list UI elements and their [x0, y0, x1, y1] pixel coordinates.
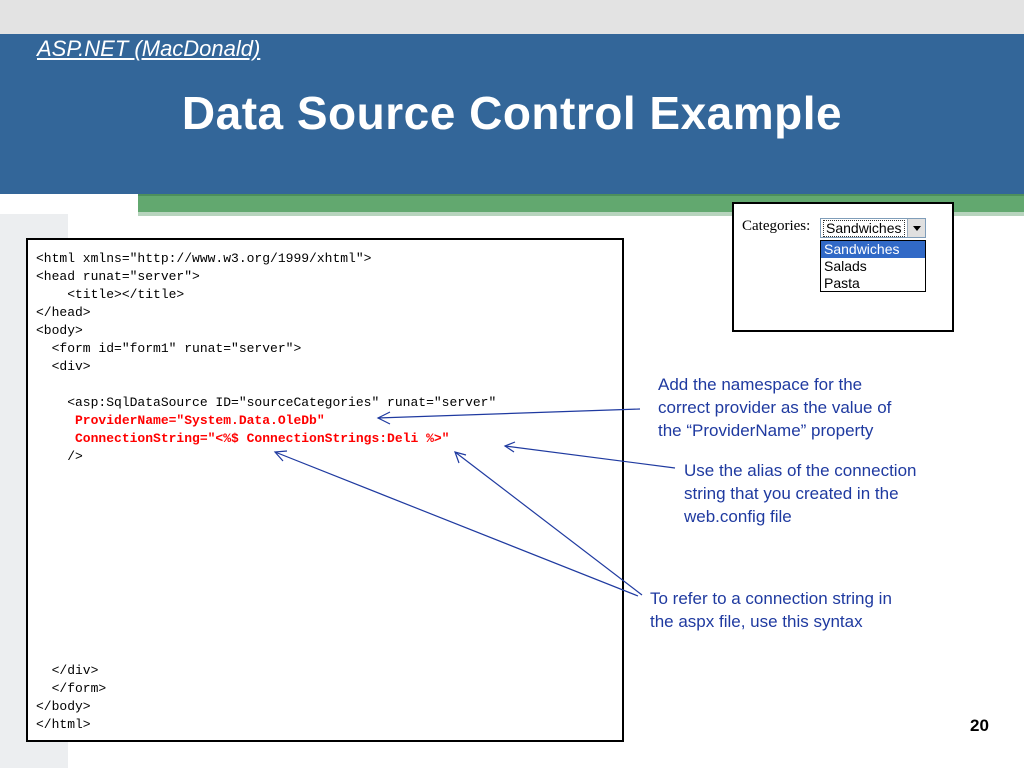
code-line: <head runat="server"> — [36, 269, 200, 284]
categories-select[interactable]: Sandwiches — [820, 218, 926, 238]
note-provider: Add the namespace for the correct provid… — [658, 375, 892, 440]
chevron-down-icon[interactable] — [907, 219, 925, 237]
header-band — [0, 34, 1024, 194]
option-salads[interactable]: Salads — [824, 258, 867, 274]
code-line-connection-string: ConnectionString="<%$ ConnectionStrings:… — [36, 431, 450, 446]
arrow-syntax-1 — [454, 451, 643, 596]
code-line: </head> — [36, 305, 91, 320]
arrowhead-alias-icon — [503, 441, 516, 453]
code-line: <form id="form1" runat="server"> — [36, 341, 302, 356]
arrowhead-provider-icon — [376, 411, 391, 425]
select-value: Sandwiches — [823, 220, 905, 237]
code-line: <asp:SqlDataSource ID="sourceCategories"… — [36, 395, 497, 410]
dropdown-screenshot: Categories: Sandwiches Sandwiches Salads… — [732, 202, 954, 332]
code-line: <title></title> — [36, 287, 185, 302]
arrow-provider — [377, 408, 641, 419]
header-gap — [0, 194, 138, 214]
option-sandwiches[interactable]: Sandwiches — [821, 241, 925, 258]
arrowhead-syntax-1-icon — [454, 451, 467, 464]
course-link[interactable]: ASP.NET (MacDonald) — [37, 36, 261, 61]
top-strip — [0, 0, 1024, 34]
option-pasta[interactable]: Pasta — [824, 275, 860, 291]
note-syntax: To refer to a connection string in the a… — [650, 589, 892, 631]
code-line: <div> — [36, 359, 91, 374]
code-listing: <html xmlns="http://www.w3.org/1999/xhtm… — [26, 238, 624, 742]
code-line: <body> — [36, 323, 83, 338]
options-list: Sandwiches Salads Pasta — [820, 240, 926, 292]
code-line: </div> — [36, 663, 99, 678]
page-title: Data Source Control Example — [181, 87, 843, 139]
code-line: /> — [36, 449, 83, 464]
categories-label: Categories: — [742, 218, 811, 234]
code-line: </form> — [36, 681, 107, 696]
code-line: </html> — [36, 717, 91, 732]
code-line-provider: ProviderName="System.Data.OleDb" — [36, 413, 325, 428]
accent-bar-shadow — [138, 212, 1024, 216]
page-number: 20 — [970, 716, 989, 735]
arrow-syntax-2 — [274, 451, 639, 597]
arrow-alias — [504, 445, 676, 469]
code-line: </body> — [36, 699, 91, 714]
note-alias: Use the alias of the connection string t… — [684, 461, 917, 526]
arrowhead-syntax-2-icon — [273, 450, 288, 462]
code-line: <html xmlns="http://www.w3.org/1999/xhtm… — [36, 251, 372, 266]
